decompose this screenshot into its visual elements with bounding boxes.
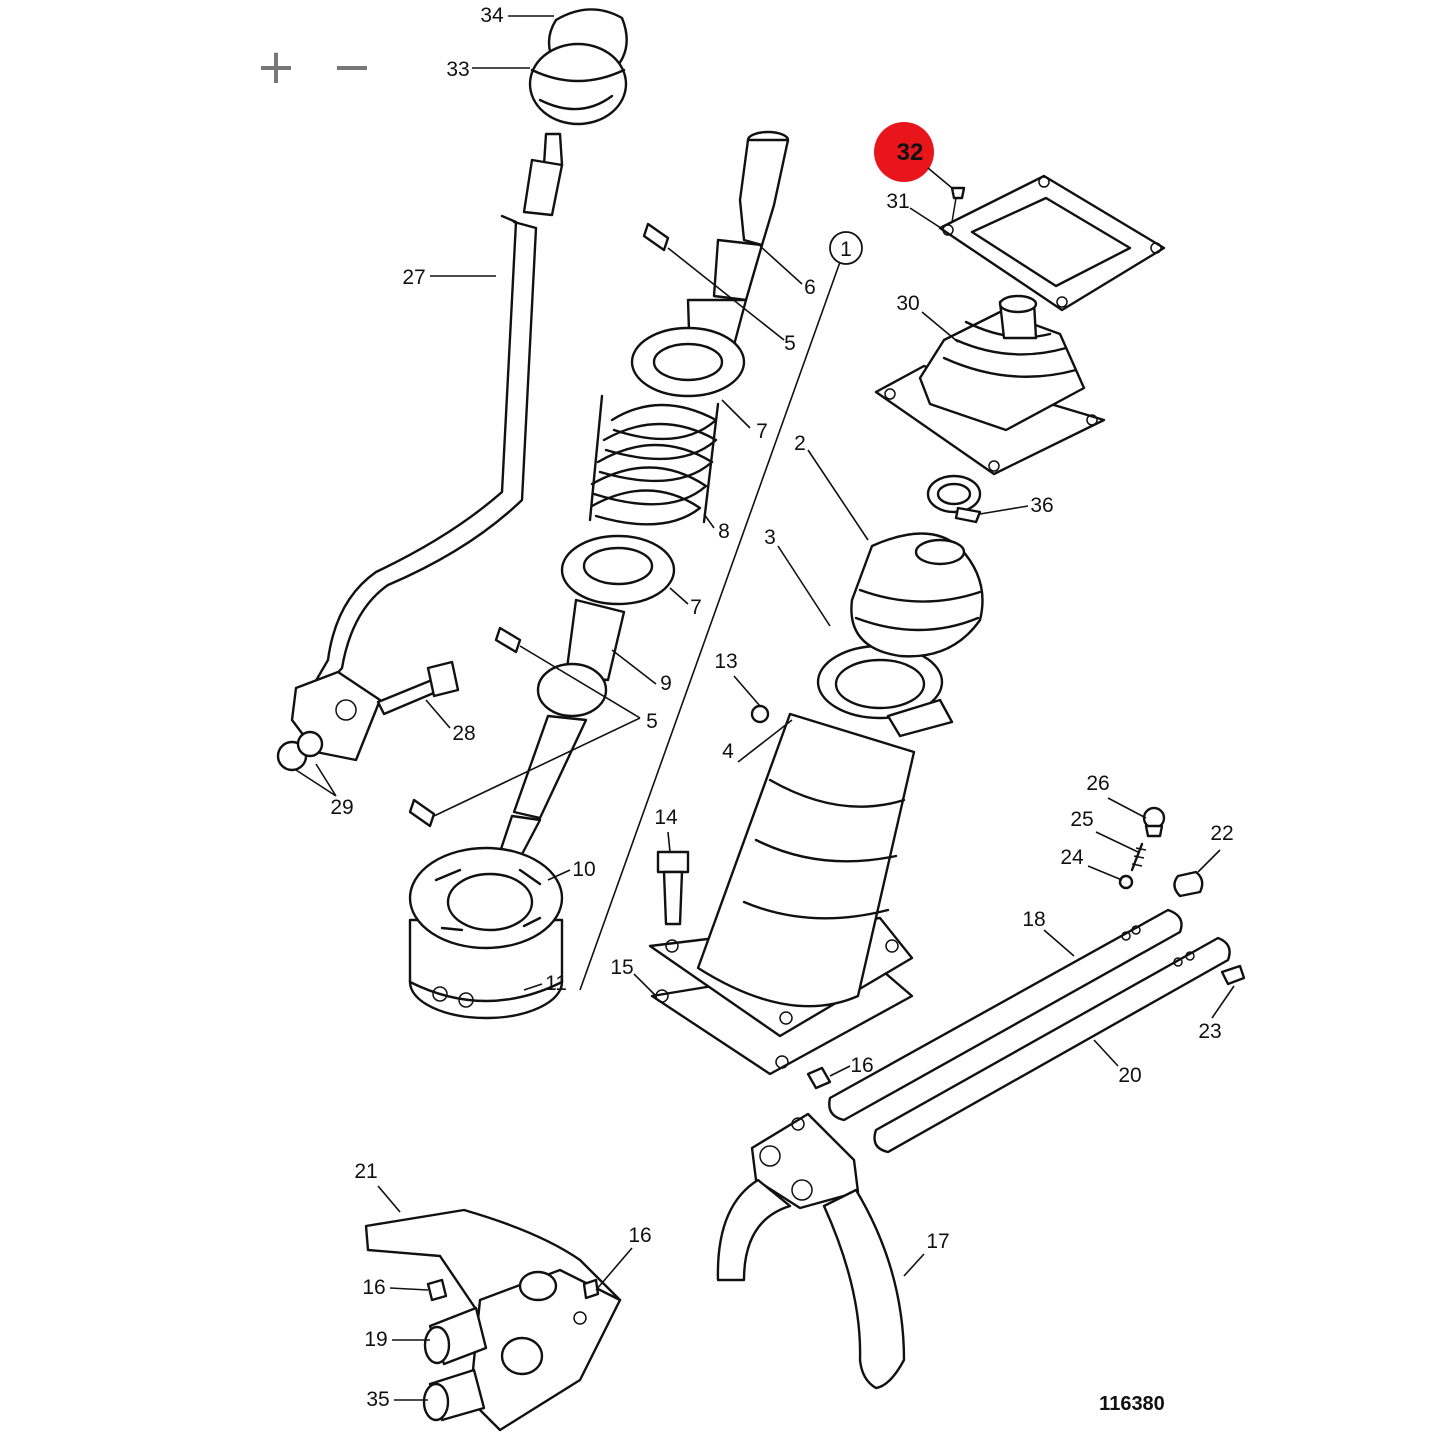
callout-31: 31	[886, 190, 909, 213]
zoom-out-button[interactable]: −	[326, 39, 378, 95]
selector-shaft-18	[828, 908, 1183, 1122]
reference-line-1	[579, 261, 841, 991]
callout-5-upper: 5	[784, 332, 796, 355]
callout-2: 2	[794, 432, 806, 455]
callout-16-right: 16	[628, 1224, 651, 1247]
callout-7-upper: 7	[756, 420, 768, 443]
leader-32	[927, 167, 953, 189]
gear-knob	[528, 8, 628, 126]
gear-lever-lower	[498, 598, 626, 860]
ball-24	[1118, 874, 1134, 890]
drawing-reference-number: 116380	[1099, 1393, 1165, 1415]
callout-18: 18	[1022, 908, 1045, 931]
callout-20: 20	[1118, 1064, 1141, 1087]
zoom-in-button[interactable]: +	[250, 39, 302, 95]
plug-16-upper	[806, 1066, 832, 1090]
rubber-boot-lower	[850, 532, 984, 658]
bolt-5-middle	[494, 626, 522, 654]
bolt-5-lower	[408, 798, 436, 828]
svg-text:32: 32	[897, 139, 924, 166]
callout-5-lower: 5	[646, 710, 658, 733]
callout-7-lower: 7	[690, 596, 702, 619]
callout-8: 8	[718, 520, 730, 543]
callout-6: 6	[804, 276, 816, 299]
washer-upper	[630, 326, 746, 398]
spring	[588, 394, 720, 526]
bolt-26	[1142, 806, 1166, 838]
bolt-5-upper	[642, 222, 670, 252]
callout-13: 13	[714, 650, 737, 673]
highlighted-callout-32[interactable]: 32	[874, 122, 934, 182]
callout-15: 15	[610, 956, 633, 979]
nuts-29	[276, 730, 324, 772]
svg-text:−: −	[332, 39, 372, 95]
selector-fork-21	[364, 1208, 622, 1432]
bolt-28	[376, 660, 460, 716]
callout-29: 29	[330, 796, 353, 819]
selector-fork-17	[716, 1112, 906, 1390]
plug-23	[1220, 964, 1246, 986]
screw-32	[950, 186, 966, 223]
remote-lever	[290, 132, 564, 762]
gaiter-boot	[874, 294, 1106, 476]
svg-text:1: 1	[840, 238, 852, 261]
clamp-ring	[816, 644, 954, 738]
callout-34: 34	[480, 4, 504, 27]
callout-9: 9	[660, 672, 672, 695]
callout-14: 14	[654, 806, 678, 829]
callout-22: 22	[1210, 822, 1233, 845]
callout-10: 10	[572, 858, 595, 881]
circled-callout-1: 1	[829, 231, 863, 265]
lever-housing-tube	[696, 712, 916, 1008]
plug-16-left	[426, 1278, 448, 1302]
callout-19: 19	[364, 1328, 387, 1351]
callout-16-left: 16	[362, 1276, 385, 1299]
callout-28: 28	[452, 722, 475, 745]
pin-35	[422, 1368, 486, 1422]
selector-shaft-20	[873, 936, 1231, 1154]
callout-36: 36	[1030, 494, 1053, 517]
leader-lines	[295, 15, 1235, 1401]
svg-text:+: +	[256, 39, 296, 95]
plug-13	[750, 704, 770, 724]
hose-clip-36	[926, 474, 982, 524]
callout-21: 21	[354, 1160, 377, 1183]
callout-33: 33	[446, 58, 469, 81]
callout-23: 23	[1198, 1020, 1221, 1043]
plug-16-right	[582, 1278, 600, 1300]
callout-16-upper: 16	[850, 1054, 873, 1077]
callout-4: 4	[722, 740, 734, 763]
callout-11: 11	[545, 972, 567, 995]
callout-24: 24	[1060, 846, 1084, 869]
key-22	[1173, 870, 1204, 898]
callout-25: 25	[1070, 808, 1093, 831]
spring-25	[1130, 842, 1147, 872]
callout-17: 17	[926, 1230, 949, 1253]
gasket-plate	[938, 174, 1166, 312]
washer-lower	[560, 534, 676, 606]
gear-lever-upper	[686, 130, 790, 364]
callout-27: 27	[402, 266, 425, 289]
callout-3: 3	[764, 526, 776, 549]
callout-35: 35	[366, 1388, 389, 1411]
selector-housing	[408, 846, 564, 1020]
bolt-14	[656, 850, 690, 926]
callout-26: 26	[1086, 772, 1109, 795]
callout-30: 30	[896, 292, 919, 315]
pin-19	[423, 1306, 488, 1366]
